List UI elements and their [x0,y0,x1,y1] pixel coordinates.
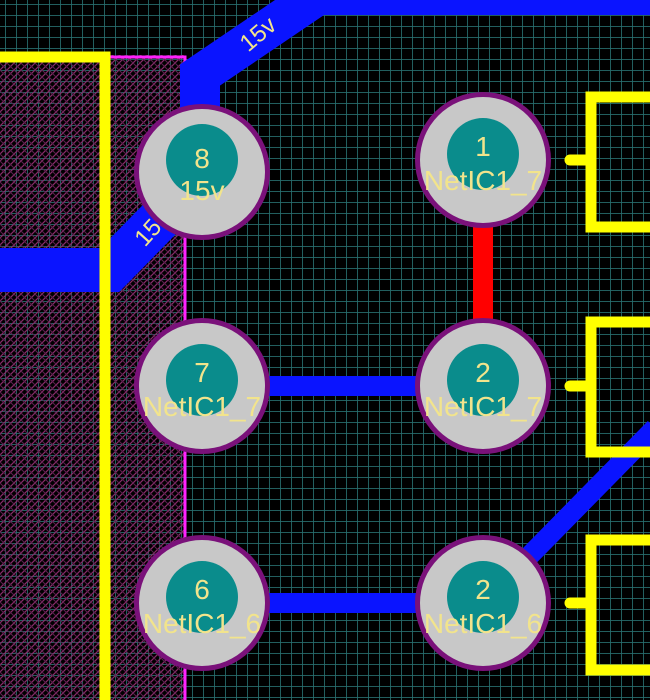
silkscreen-ic-outline [0,51,111,700]
keepout-outline [110,55,187,700]
pad-2a[interactable]: 2 NetIC1_7 [415,318,551,454]
pad-6-net: NetIC1_6 [143,608,261,639]
pad-7-net: NetIC1_7 [143,391,261,422]
pad-2a-number: 2 [475,357,491,388]
trace-15v-top[interactable] [180,0,650,110]
pad-2a-net: NetIC1_7 [424,391,542,422]
pad-6-number: 6 [194,574,210,605]
pad-8-number: 8 [194,143,210,174]
pad-8-net: 15v [179,175,224,206]
pad-7-number: 7 [194,357,210,388]
pad-7[interactable]: 7 NetIC1_7 [134,318,270,454]
pad-1[interactable]: 1 NetIC1_7 [415,92,551,228]
silkscreen-component-3 [564,534,650,676]
silkscreen-component-2 [564,316,650,458]
pad-6[interactable]: 6 NetIC1_6 [134,535,270,671]
pad-8[interactable]: 8 15v [134,104,270,240]
silkscreen-component-1 [564,91,650,233]
pad-1-number: 1 [475,131,491,162]
pad-2b-number: 2 [475,574,491,605]
pad-1-net: NetIC1_7 [424,165,542,196]
pad-2b[interactable]: 2 NetIC1_6 [415,535,551,671]
pad-2b-net: NetIC1_6 [424,608,542,639]
